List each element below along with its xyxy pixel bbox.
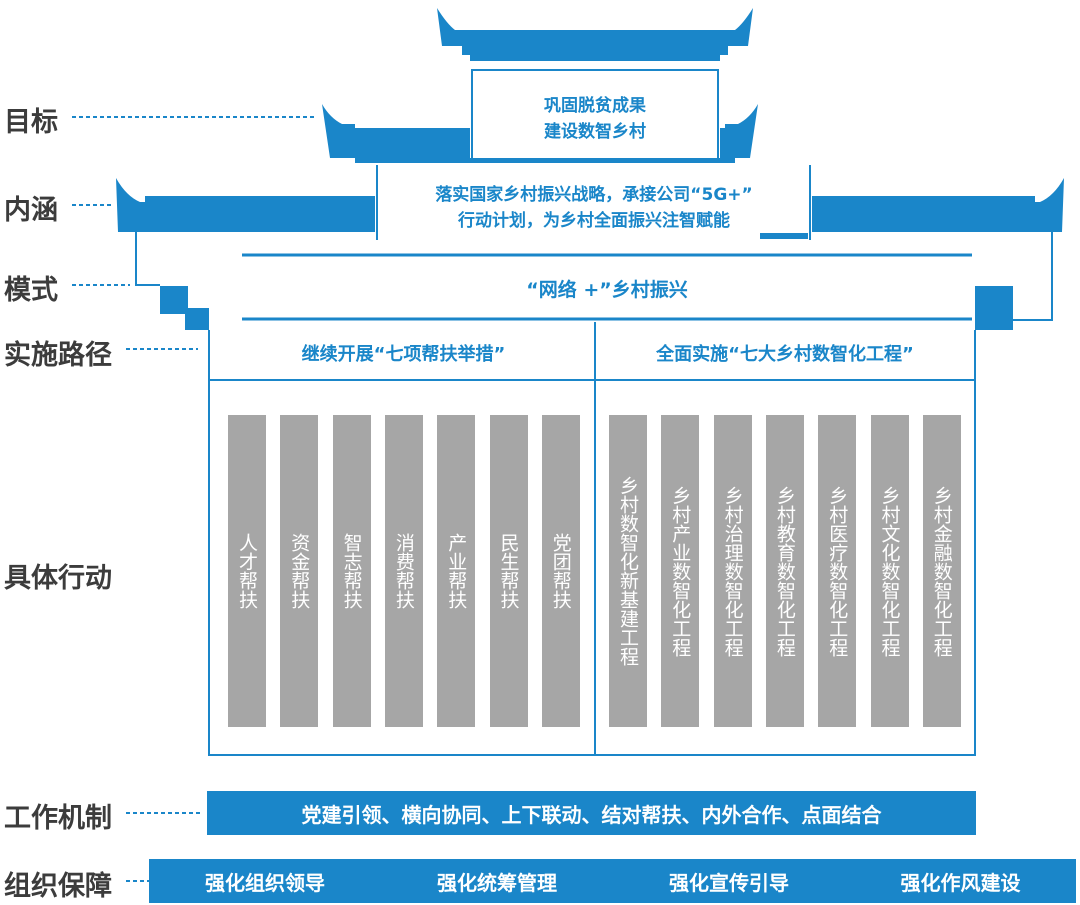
left-pillar-4: 消费帮扶	[384, 415, 423, 727]
left-pillar-2: 资金帮扶	[280, 415, 319, 727]
mechanism-text: 党建引领、横向协同、上下联动、结对帮扶、内外合作、点面结合	[301, 802, 882, 827]
left-pillar-6: 民生帮扶	[489, 415, 528, 727]
right-pillar-2: 乡村产业数智化工程	[661, 415, 700, 727]
label-mechanism: 工作机制	[4, 803, 112, 834]
path-left-text: 继续开展“七项帮扶举措”	[301, 344, 506, 365]
goal-line-1: 巩固脱贫成果	[544, 96, 646, 116]
left-pillar-3: 智志帮扶	[332, 415, 371, 727]
right-pillar-3: 乡村治理数智化工程	[713, 415, 752, 727]
left-pillar-7: 党团帮扶	[541, 415, 580, 727]
label-actions: 具体行动	[4, 563, 112, 594]
right-pillar-4: 乡村教育数智化工程	[765, 415, 804, 727]
goal-text: 巩固脱贫成果 建设数智乡村	[472, 93, 718, 145]
guarantee-item-3: 强化宣传引导	[669, 870, 789, 895]
right-pillar-5: 乡村医疗数智化工程	[818, 415, 857, 727]
connotation-line-1: 落实国家乡村振兴战略，承接公司“5G+”	[435, 185, 753, 205]
guarantee-item-1: 强化组织领导	[205, 870, 325, 895]
path-right-text: 全面实施“七大乡村数智化工程”	[656, 344, 914, 365]
guarantee-item-4: 强化作风建设	[900, 870, 1021, 895]
right-pillar-7: 乡村金融数智化工程	[922, 415, 961, 727]
label-mode: 模式	[4, 275, 58, 306]
right-pillar-1: 乡村数智化新基建工程	[609, 415, 647, 727]
mode-text: “网络 +”乡村振兴	[526, 279, 688, 301]
label-path: 实施路径	[4, 340, 112, 371]
right-pillar-6: 乡村文化数智化工程	[870, 415, 909, 727]
connotation-text: 落实国家乡村振兴战略，承接公司“5G+” 行动计划，为乡村全面振兴注智赋能	[380, 182, 808, 234]
label-goal: 目标	[4, 107, 58, 138]
guarantee-band: 强化组织领导 强化统筹管理 强化宣传引导 强化作风建设	[149, 859, 1076, 903]
connotation-line-2: 行动计划，为乡村全面振兴注智赋能	[458, 211, 730, 231]
guarantee-item-2: 强化统筹管理	[437, 870, 557, 895]
label-guarantee: 组织保障	[4, 871, 112, 902]
label-connotation: 内涵	[4, 195, 58, 226]
left-pillar-5: 产业帮扶	[437, 415, 476, 727]
goal-line-2: 建设数智乡村	[544, 122, 646, 142]
mechanism-band: 党建引领、横向协同、上下联动、结对帮扶、内外合作、点面结合	[207, 791, 976, 835]
left-pillar-1: 人才帮扶	[228, 415, 266, 727]
